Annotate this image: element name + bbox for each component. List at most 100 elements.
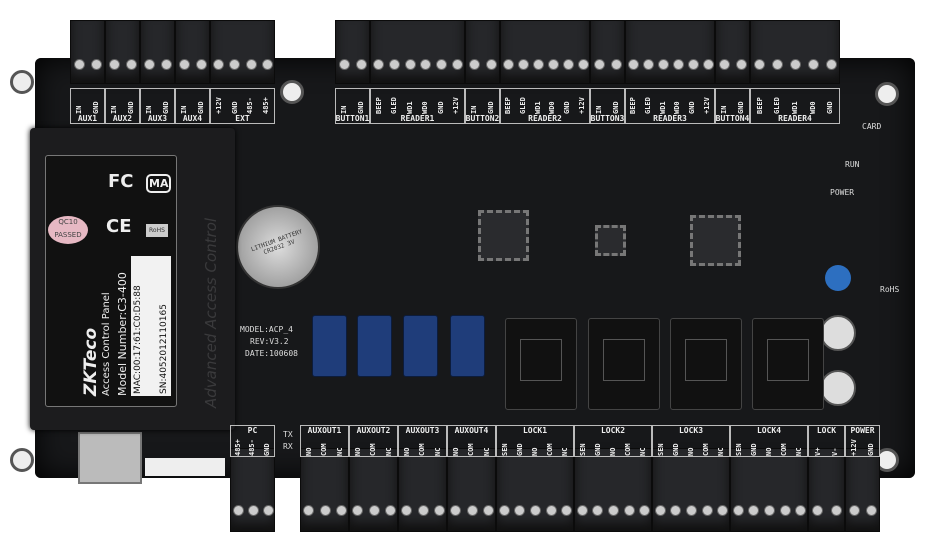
screw[interactable] — [687, 59, 699, 70]
screw[interactable] — [576, 505, 588, 516]
terminal-block-auxout1[interactable] — [300, 448, 349, 532]
screw[interactable] — [547, 59, 559, 70]
screw[interactable] — [732, 505, 744, 516]
terminal-block-auxout4[interactable] — [447, 448, 496, 532]
terminal-block-aux1[interactable] — [70, 20, 105, 84]
screw[interactable] — [466, 505, 478, 516]
screw[interactable] — [319, 505, 331, 516]
screw[interactable] — [530, 505, 541, 516]
screw[interactable] — [657, 59, 669, 70]
screw[interactable] — [642, 59, 654, 70]
screw[interactable] — [623, 505, 635, 516]
screw[interactable] — [812, 505, 824, 516]
screw[interactable] — [143, 59, 155, 70]
screw[interactable] — [245, 59, 257, 70]
screw[interactable] — [420, 59, 432, 70]
screw[interactable] — [161, 59, 173, 70]
terminal-block-lock[interactable] — [808, 448, 845, 532]
screw[interactable] — [592, 505, 604, 516]
screw[interactable] — [178, 59, 190, 70]
screw[interactable] — [639, 505, 651, 516]
screw[interactable] — [514, 505, 526, 516]
screw[interactable] — [303, 505, 315, 516]
screw[interactable] — [498, 505, 510, 516]
screw[interactable] — [866, 505, 878, 516]
screw[interactable] — [748, 505, 760, 516]
screw[interactable] — [826, 59, 837, 70]
screw[interactable] — [577, 59, 589, 70]
screw[interactable] — [593, 59, 605, 70]
screw[interactable] — [790, 59, 801, 70]
screw[interactable] — [830, 505, 842, 516]
screw[interactable] — [368, 505, 380, 516]
screw[interactable] — [261, 59, 273, 70]
screw[interactable] — [717, 505, 729, 516]
screw[interactable] — [736, 59, 748, 70]
screw[interactable] — [486, 59, 498, 70]
screw[interactable] — [213, 59, 225, 70]
screw[interactable] — [611, 59, 623, 70]
screw[interactable] — [702, 59, 714, 70]
ethernet-port[interactable] — [78, 432, 142, 484]
terminal-block-aux3[interactable] — [140, 20, 175, 84]
screw[interactable] — [772, 59, 783, 70]
screw[interactable] — [562, 59, 574, 70]
screw[interactable] — [356, 59, 368, 70]
terminal-block-reader4[interactable] — [750, 20, 840, 84]
screw[interactable] — [672, 59, 684, 70]
screw[interactable] — [848, 505, 860, 516]
screw[interactable] — [388, 59, 400, 70]
terminal-block-aux2[interactable] — [105, 20, 140, 84]
terminal-block-ext[interactable] — [210, 20, 275, 84]
screw[interactable] — [126, 59, 138, 70]
terminal-block-button1[interactable] — [335, 20, 370, 84]
screw[interactable] — [764, 505, 775, 516]
terminal-block-auxout3[interactable] — [398, 448, 447, 532]
screw[interactable] — [450, 505, 462, 516]
terminal-block-lock4[interactable] — [730, 448, 808, 532]
dip-switch[interactable] — [145, 458, 225, 476]
screw[interactable] — [686, 505, 697, 516]
screw[interactable] — [482, 505, 494, 516]
terminal-block-button3[interactable] — [590, 20, 625, 84]
screw[interactable] — [384, 505, 396, 516]
screw[interactable] — [229, 59, 241, 70]
screw[interactable] — [91, 59, 103, 70]
screw[interactable] — [352, 505, 364, 516]
screw[interactable] — [338, 59, 350, 70]
terminal-block-pc[interactable] — [230, 448, 275, 532]
screw[interactable] — [608, 505, 619, 516]
screw[interactable] — [232, 505, 244, 516]
screw[interactable] — [545, 505, 557, 516]
screw[interactable] — [670, 505, 682, 516]
screw[interactable] — [108, 59, 120, 70]
screw[interactable] — [718, 59, 730, 70]
screw[interactable] — [262, 505, 274, 516]
screw[interactable] — [372, 59, 384, 70]
screw[interactable] — [701, 505, 713, 516]
screw[interactable] — [433, 505, 445, 516]
terminal-block-lock2[interactable] — [574, 448, 652, 532]
terminal-block-reader3[interactable] — [625, 20, 715, 84]
screw[interactable] — [627, 59, 639, 70]
screw[interactable] — [73, 59, 85, 70]
screw[interactable] — [335, 505, 347, 516]
terminal-block-reader2[interactable] — [500, 20, 590, 84]
screw[interactable] — [502, 59, 514, 70]
terminal-block-lock1[interactable] — [496, 448, 574, 532]
screw[interactable] — [452, 59, 464, 70]
screw[interactable] — [754, 59, 765, 70]
screw[interactable] — [517, 59, 529, 70]
screw[interactable] — [247, 505, 259, 516]
terminal-block-reader1[interactable] — [370, 20, 465, 84]
screw[interactable] — [404, 59, 416, 70]
terminal-block-lock3[interactable] — [652, 448, 730, 532]
screw[interactable] — [196, 59, 208, 70]
screw[interactable] — [417, 505, 429, 516]
screw[interactable] — [795, 505, 807, 516]
screw[interactable] — [401, 505, 413, 516]
screw[interactable] — [532, 59, 544, 70]
screw[interactable] — [654, 505, 666, 516]
screw[interactable] — [436, 59, 448, 70]
terminal-block-auxout2[interactable] — [349, 448, 398, 532]
